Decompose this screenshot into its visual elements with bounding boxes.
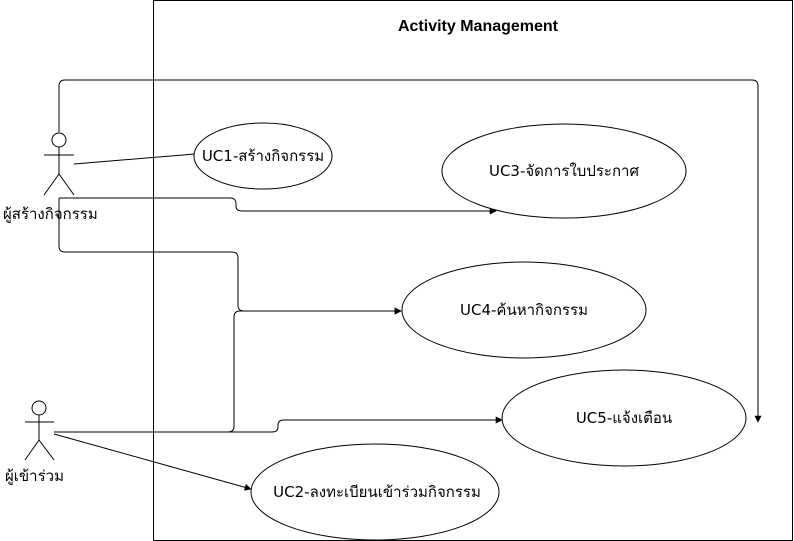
edge-participant-uc2	[53, 433, 252, 491]
system-title: Activity Management	[398, 18, 559, 35]
actor-organizer-icon[interactable]	[43, 132, 75, 196]
actor-participant-label: ผู้เข้าร่วม	[5, 467, 64, 485]
edge-organizer-uc5	[58, 79, 762, 423]
use-case-uc3-label: UC3-จัดการใบประกาศ	[489, 162, 639, 180]
use-case-uc3[interactable]: UC3-จัดการใบประกาศ	[441, 123, 687, 219]
use-case-uc4-label: UC4-ค้นหากิจกรรม	[460, 301, 588, 319]
edge-organizer-uc4	[58, 198, 402, 315]
actor-participant-icon[interactable]	[24, 400, 55, 461]
use-case-uc1[interactable]: UC1-สร้างกิจกรรม	[193, 122, 333, 190]
actor-organizer-label: ผู้สร้างกิจกรรม	[3, 205, 98, 223]
edge-organizer-uc3	[59, 197, 497, 215]
edge-participant-uc5	[54, 416, 503, 433]
assoc-organizer-uc1	[73, 153, 196, 165]
use-case-uc2[interactable]: UC2-ลงทะเบียนเข้าร่วมกิจกรรม	[250, 443, 500, 541]
edge-participant-uc4	[54, 307, 402, 433]
use-case-uc5-label: UC5-แจ้งเตือน	[576, 409, 672, 427]
use-case-uc2-label: UC2-ลงทะเบียนเข้าร่วมกิจกรรม	[273, 483, 481, 501]
use-case-uc5[interactable]: UC5-แจ้งเตือน	[501, 369, 747, 467]
use-case-uc4[interactable]: UC4-ค้นหากิจกรรม	[401, 261, 647, 359]
use-case-uc1-label: UC1-สร้างกิจกรรม	[202, 147, 324, 165]
